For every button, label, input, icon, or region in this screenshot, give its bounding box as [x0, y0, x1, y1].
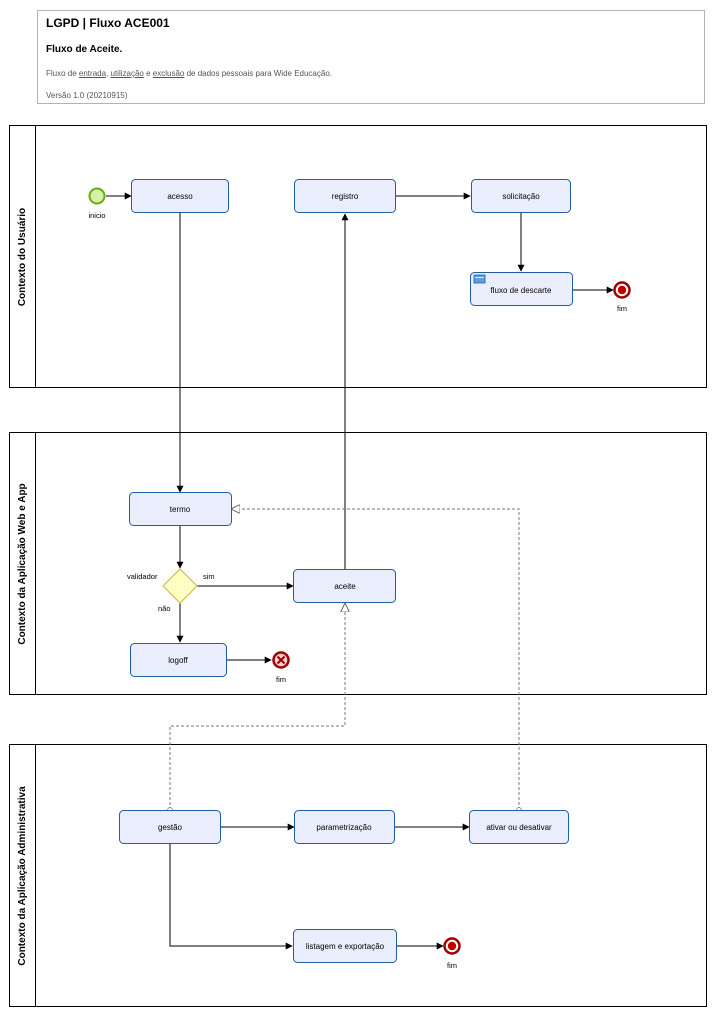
- task-registro[interactable]: registro: [294, 179, 396, 213]
- lane-admin: Contexto da Aplicação Administrativa: [9, 744, 707, 1007]
- diagram-description: Fluxo de entrada, utilização e exclusão …: [46, 69, 332, 78]
- task-logoff-label: logoff: [168, 656, 188, 665]
- task-acesso[interactable]: acesso: [131, 179, 229, 213]
- task-parametrizacao[interactable]: parametrização: [294, 810, 395, 844]
- error-end-event-logoff[interactable]: [272, 651, 290, 669]
- task-aceite-label: aceite: [334, 582, 356, 591]
- task-parametrizacao-label: parametrização: [316, 823, 372, 832]
- end-event-logoff-label: fim: [276, 675, 286, 684]
- end-event-listagem[interactable]: [443, 937, 461, 955]
- gateway-no-label: não: [158, 604, 171, 613]
- task-fluxo-descarte[interactable]: fluxo de descarte: [470, 272, 573, 306]
- lane-user-label: Contexto do Usuário: [17, 208, 28, 306]
- task-logoff[interactable]: logoff: [130, 643, 227, 677]
- assoc-ativar-termo: [232, 509, 519, 810]
- gateway-yes-label: sim: [203, 572, 215, 581]
- lane-app-label: Contexto da Aplicação Web e App: [17, 483, 28, 644]
- end-event-descarte[interactable]: [613, 281, 631, 299]
- flow-gestao-listagem: [169, 844, 293, 950]
- lane-user: Contexto do Usuário: [9, 125, 707, 388]
- diagram-version: Versão 1.0 (20210915): [46, 91, 128, 100]
- lane-admin-label: Contexto da Aplicação Administrativa: [17, 786, 28, 966]
- gateway-validador-label: validador: [127, 572, 158, 581]
- link-entrada[interactable]: entrada: [78, 69, 107, 78]
- task-listagem-label: listagem e exportação: [306, 942, 385, 951]
- association-flows: [170, 509, 519, 810]
- link-utilizacao[interactable]: utilização: [110, 69, 144, 78]
- task-registro-label: registro: [332, 192, 359, 201]
- task-fluxo-descarte-label: fluxo de descarte: [491, 286, 552, 295]
- task-termo-label: termo: [170, 505, 191, 514]
- start-event-inicio[interactable]: [88, 187, 106, 205]
- task-gestao[interactable]: gestão: [119, 810, 221, 844]
- diagram-title: LGPD | Fluxo ACE001: [46, 16, 170, 30]
- task-ativar-label: ativar ou desativar: [486, 823, 552, 832]
- task-acesso-label: acesso: [167, 192, 193, 201]
- task-aceite[interactable]: aceite: [293, 569, 396, 603]
- end-event-descarte-label: fim: [617, 304, 627, 313]
- link-exclusao[interactable]: exclusão: [152, 69, 185, 78]
- subprocess-icon: [473, 274, 486, 284]
- task-solicitacao[interactable]: solicitação: [471, 179, 571, 213]
- task-ativar-desativar[interactable]: ativar ou desativar: [469, 810, 569, 844]
- task-termo[interactable]: termo: [129, 492, 232, 526]
- end-event-listagem-label: fim: [447, 961, 457, 970]
- start-event-label: inicio: [88, 211, 105, 220]
- task-solicitacao-label: solicitação: [502, 192, 540, 201]
- gateway-validador[interactable]: [162, 568, 198, 604]
- lane-app: Contexto da Aplicação Web e App: [9, 432, 707, 695]
- diagram-header: LGPD | Fluxo ACE001 Fluxo de Aceite. Flu…: [37, 10, 705, 104]
- task-listagem-exportacao[interactable]: listagem e exportação: [293, 929, 397, 963]
- task-gestao-label: gestão: [158, 823, 183, 832]
- diagram-subtitle: Fluxo de Aceite.: [46, 44, 123, 55]
